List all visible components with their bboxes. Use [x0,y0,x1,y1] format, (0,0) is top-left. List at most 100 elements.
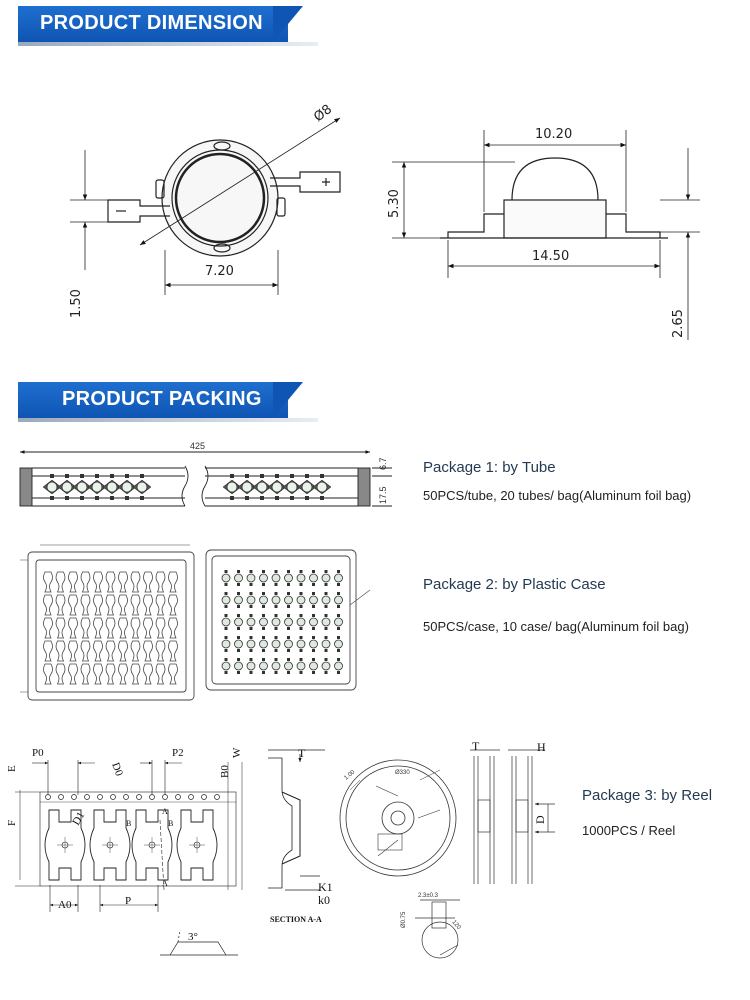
dim-diameter: Ø8 [311,102,335,125]
case-led [271,617,281,627]
reel-detail-3: 120 [450,919,461,931]
tube-led [121,481,133,493]
package-2-desc: 50PCS/case, 10 case/ bag(Aluminum foil b… [423,619,689,634]
case-led [221,617,231,627]
label-section: SECTION A-A [270,915,322,924]
case-slot [130,617,141,639]
case-slot [168,594,178,616]
case-slot [168,640,178,662]
case-led [321,661,331,671]
case-led [259,573,268,583]
case-slot [43,594,53,616]
tape-section [268,749,325,891]
case-slot [118,594,128,616]
label-F: F [6,820,18,826]
case-led [296,661,306,671]
case-led [246,573,256,583]
tape-pocket [131,809,173,881]
case-led [246,617,256,627]
label-angle: 3° [188,931,198,943]
tape-sprocket-holes [45,794,220,800]
sprocket-hole [136,794,142,800]
tube-led [106,481,118,493]
label-P2: P2 [172,747,184,759]
carrier-tape [15,762,243,891]
dim-1450: 14.50 [532,249,569,264]
tube-led [136,481,148,493]
case-slot [155,640,166,662]
case-led [321,639,331,649]
case-slot [143,594,153,616]
case-slot [68,594,78,616]
case-led [271,661,281,671]
case-slot [143,617,153,639]
tube-led [226,481,238,493]
label-P0: P0 [32,747,44,759]
case-led [259,661,268,671]
case-led [234,661,243,671]
case-slot [43,571,53,593]
case-slot [55,617,66,639]
case-slot [105,571,116,593]
case-led [234,639,243,649]
case-led [309,639,318,649]
tape-pockets [44,809,218,881]
case-slot [168,617,178,639]
sprocket-hole [58,794,64,800]
reel-hub-detail [415,899,460,959]
sprocket-hole [162,794,168,800]
section-title-packing: PRODUCT PACKING [62,388,262,410]
case-led [334,639,343,649]
case-led [234,617,243,627]
case-slot [105,617,116,639]
plastic-case-filled [205,549,371,691]
label-A-bottom: A [162,879,168,888]
case-slot [93,617,103,639]
case-led [284,595,293,605]
case-led [221,661,231,671]
dim-lines-top [70,117,341,295]
case-slot [80,617,91,639]
sprocket-hole [97,794,103,800]
case-led [296,595,306,605]
case-slot [80,663,91,685]
case-slot [155,594,166,616]
led-top-view [107,139,341,257]
label-H: H [537,740,546,754]
package-1-desc: 50PCS/tube, 20 tubes/ bag(Aluminum foil … [423,488,692,503]
sprocket-hole [84,794,90,800]
case-led [234,573,243,583]
sprocket-hole [149,794,155,800]
case-slot [80,640,91,662]
case-slot [118,663,128,685]
package-3-title: Package 3: by Reel [582,787,713,804]
tape-pocket [44,809,86,881]
case-slot [43,640,53,662]
label-B-2: B [168,819,173,828]
dim-265: 2.65 [671,309,686,338]
case-slot [68,663,78,685]
case-slot [155,571,166,593]
dim-530: 5.30 [387,189,402,218]
case-slots [43,571,178,685]
label-W: W [231,747,243,758]
case-slot [43,663,53,685]
sprocket-hole [175,794,181,800]
case-slot [93,640,103,662]
case-led [284,617,293,627]
dim-1020: 10.20 [535,127,572,142]
case-slot [80,571,91,593]
tape-pocket [176,809,218,881]
reel-spec-1: Ø330 [395,770,410,776]
case-slot [168,663,178,685]
label-K1: K1 [318,880,333,894]
case-slot [155,663,166,685]
case-slot [105,594,116,616]
case-slot [155,617,166,639]
case-led [246,639,256,649]
label-k0: k0 [318,893,330,907]
label-A-top: A [162,807,168,816]
section-title-dimension: PRODUCT DIMENSION [40,12,263,34]
case-led [321,617,331,627]
case-led [221,639,231,649]
